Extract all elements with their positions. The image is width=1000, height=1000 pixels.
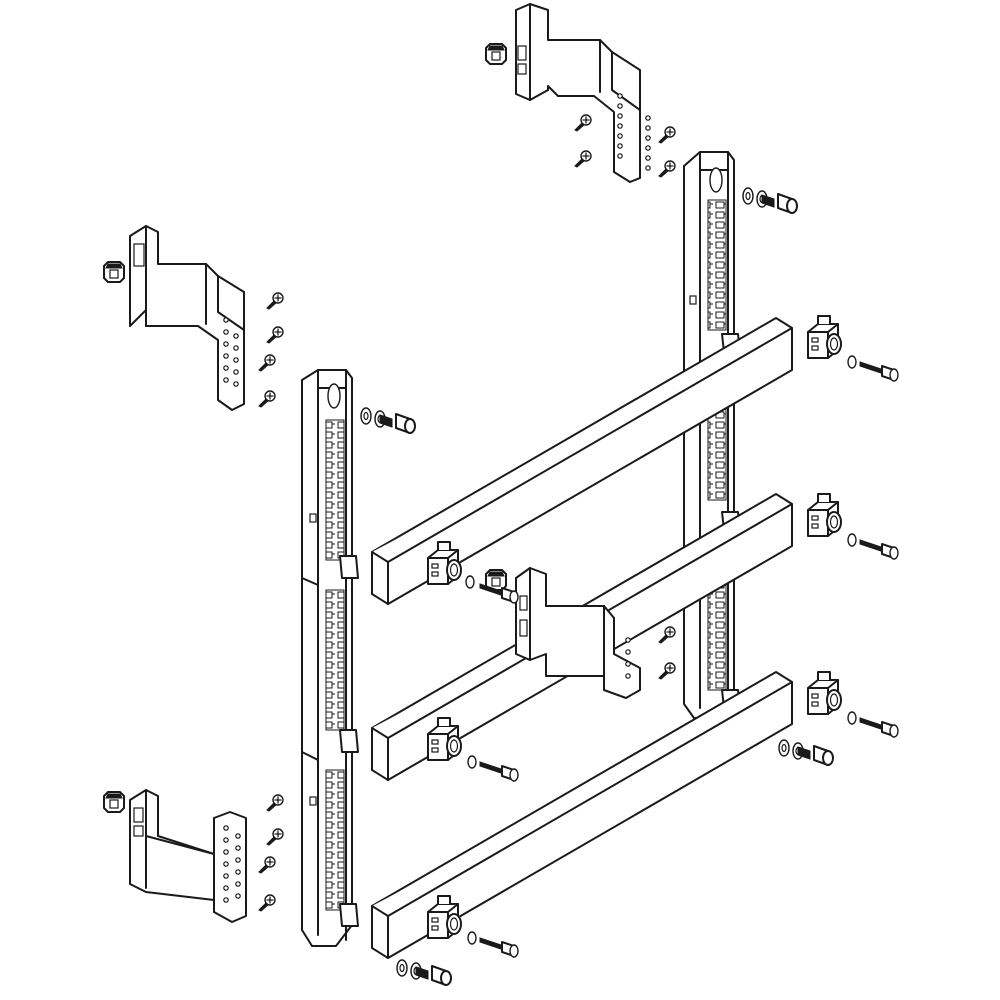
self-tapping-screw-icon	[258, 354, 276, 372]
left-vertical-rail	[301, 369, 359, 947]
hex-screw-with-washer	[847, 533, 899, 560]
hex-screw-with-washer	[467, 931, 519, 958]
hex-screw-with-washer	[847, 711, 899, 738]
horizontal-support-top	[371, 317, 793, 605]
self-tapping-screw-icon	[258, 856, 276, 874]
hex-screw-with-washer	[847, 355, 899, 382]
self-tapping-screw-icon	[266, 794, 284, 812]
self-tapping-screw-icon	[574, 114, 592, 132]
self-tapping-screw-icon	[574, 150, 592, 168]
self-tapping-screw-icon	[258, 390, 276, 408]
self-tapping-screw-icon	[258, 894, 276, 912]
self-tapping-screw-icon	[658, 662, 676, 680]
bracket-bottom-left	[129, 789, 247, 923]
cage-nut-icon	[103, 261, 125, 283]
self-tapping-screw-icon	[658, 126, 676, 144]
bracket-center	[515, 567, 641, 699]
socket-head-screw-icon	[360, 407, 416, 434]
self-tapping-screw-icon	[266, 292, 284, 310]
self-tapping-screw-icon	[658, 626, 676, 644]
socket-head-screw-icon	[742, 187, 798, 214]
self-tapping-screw-icon	[658, 160, 676, 178]
cage-nut-icon	[485, 43, 507, 65]
bracket-top-left	[129, 225, 245, 411]
hex-screw-with-washer	[467, 755, 519, 782]
horizontal-support-bottom	[371, 671, 793, 959]
self-tapping-screw-icon	[266, 326, 284, 344]
hex-screw-with-washer	[465, 575, 519, 604]
self-tapping-screw-icon	[266, 828, 284, 846]
right-vertical-rail	[683, 151, 741, 719]
bracket-top-right	[515, 3, 651, 183]
terminal-clamp-icon	[807, 671, 842, 715]
terminal-clamp-icon	[807, 315, 842, 359]
socket-head-screw-icon	[396, 959, 452, 986]
terminal-clamp-icon	[807, 493, 842, 537]
socket-head-screw-icon	[778, 739, 834, 766]
cage-nut-icon	[103, 791, 125, 813]
